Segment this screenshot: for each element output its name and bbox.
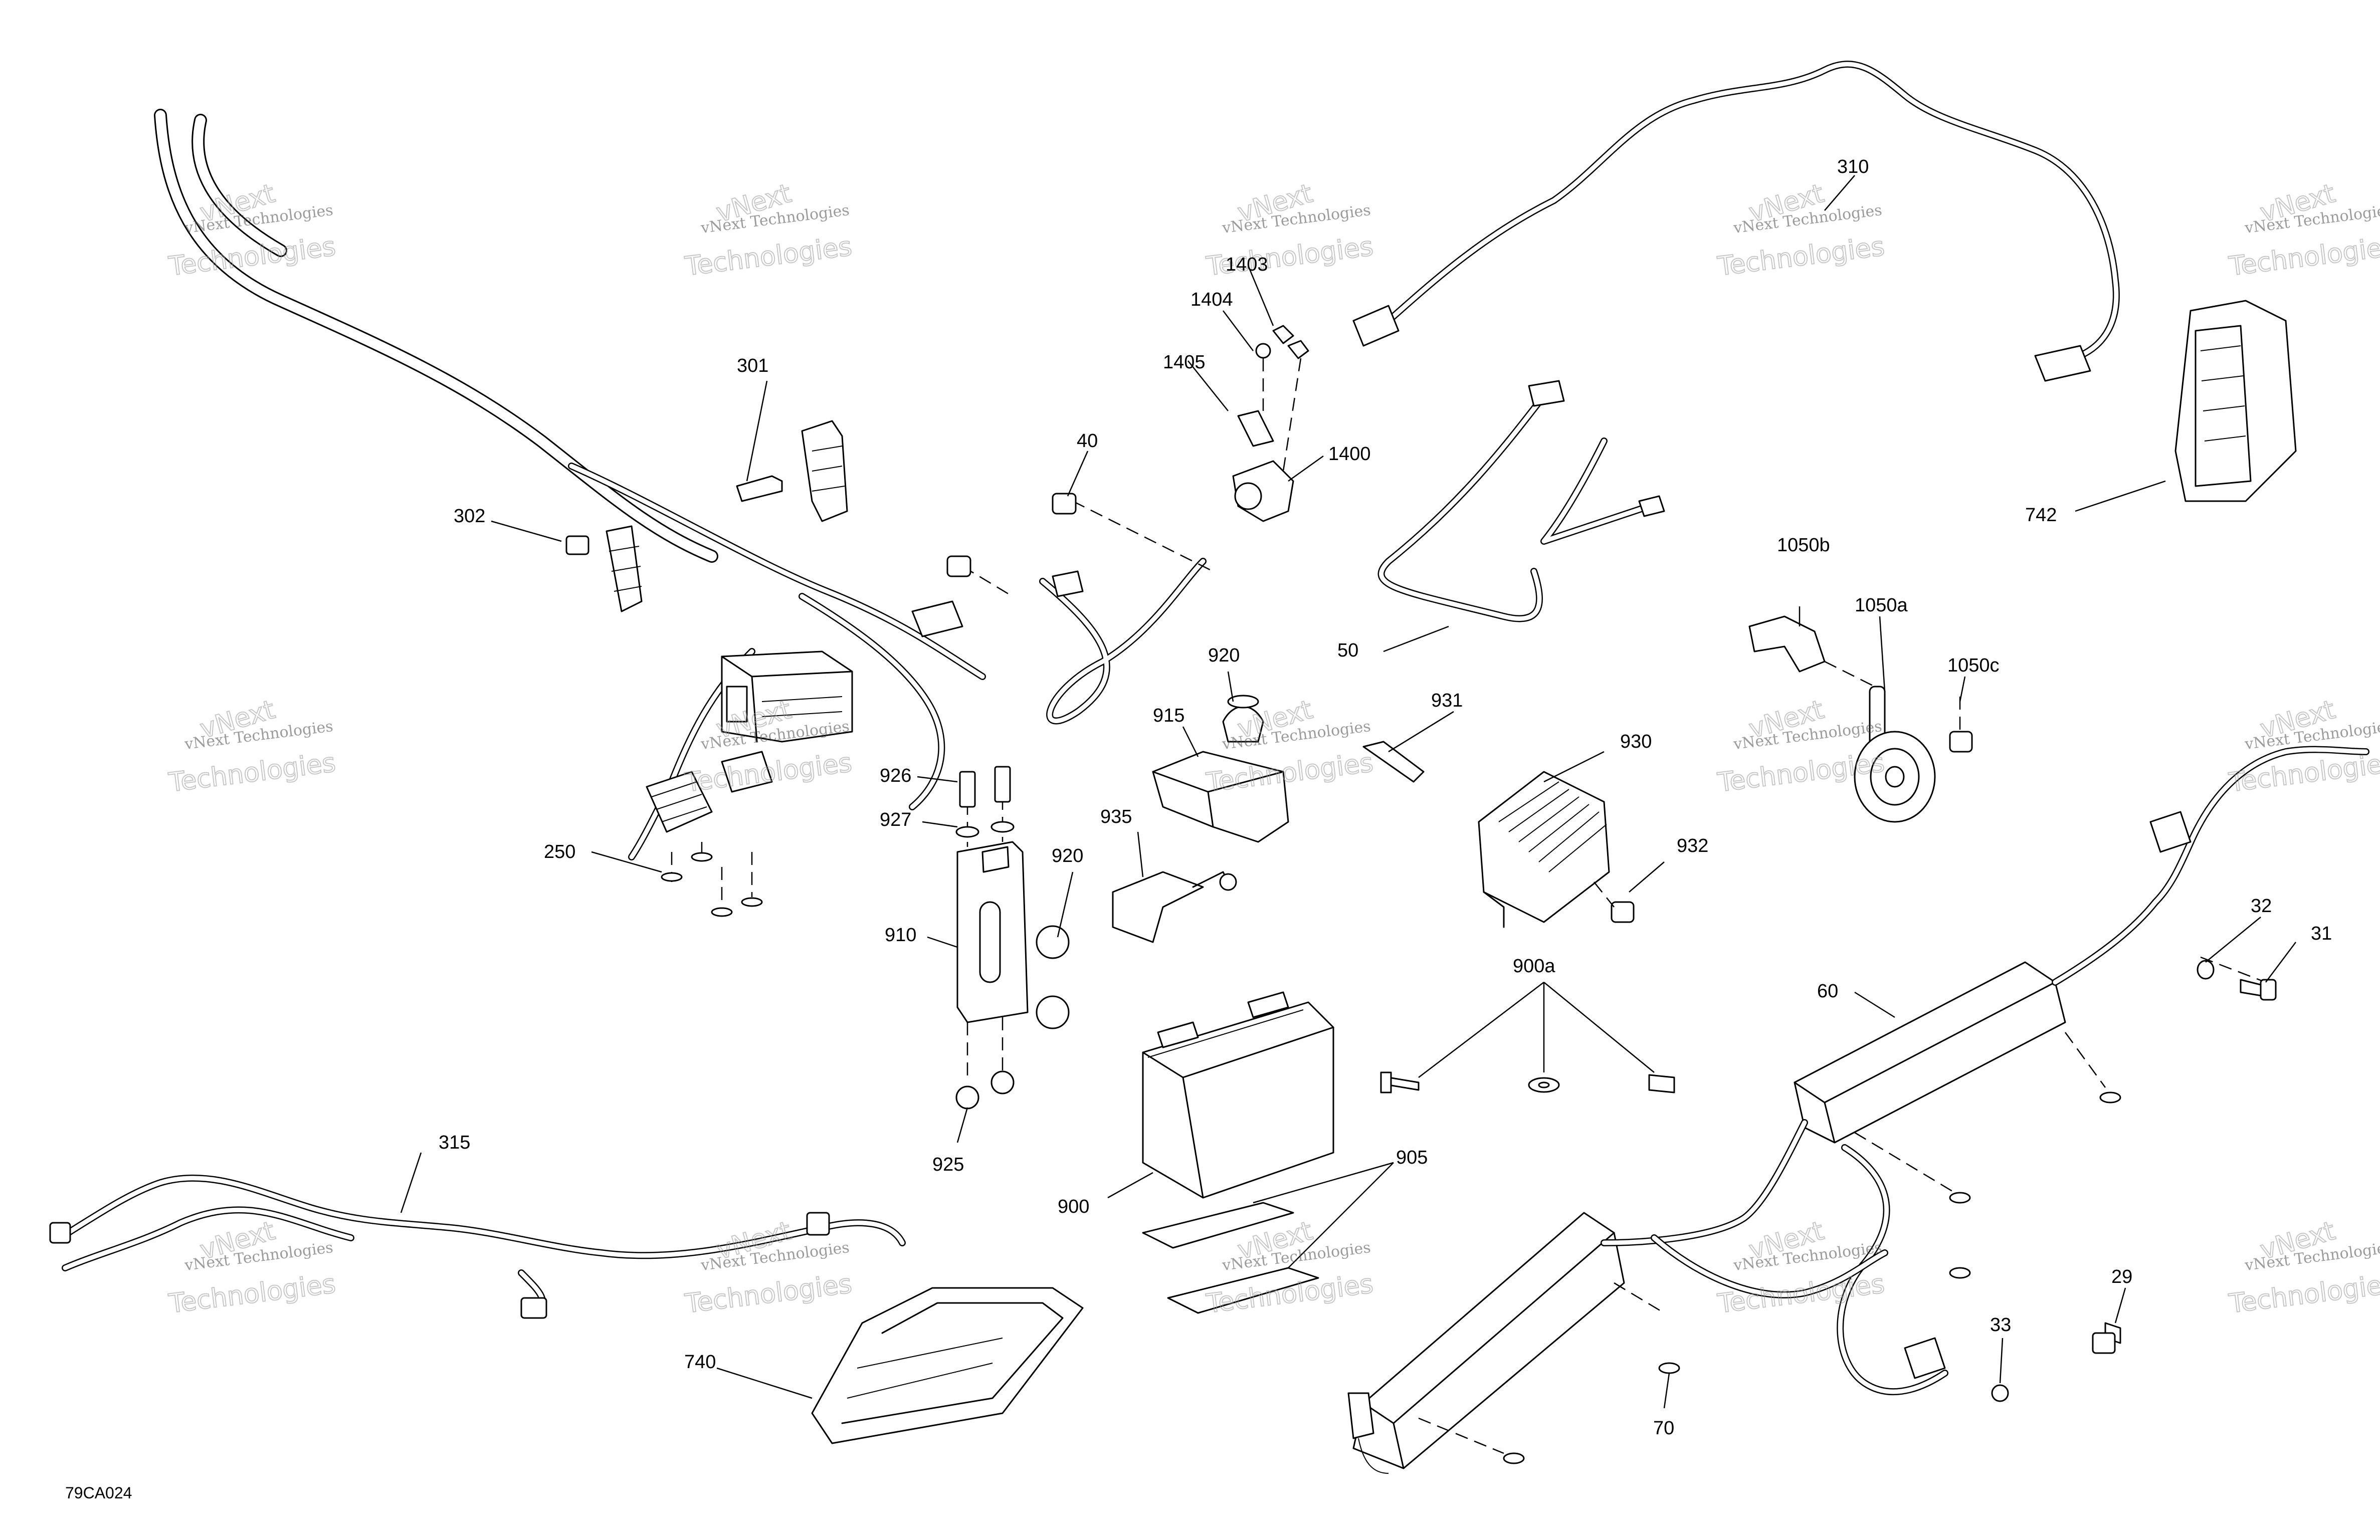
callout-927[interactable]: 927 xyxy=(880,809,911,830)
callout-930[interactable]: 930 xyxy=(1620,731,1652,752)
regulator-930-drawing xyxy=(1478,771,1635,928)
callout-905[interactable]: 905 xyxy=(1396,1147,1428,1168)
callout-1050a[interactable]: 1050a xyxy=(1855,595,1908,616)
callout-29[interactable]: 29 xyxy=(2111,1266,2132,1287)
callout-931[interactable]: 931 xyxy=(1431,690,1463,711)
watermark-big-14b: Technologies xyxy=(1716,1269,1886,1319)
bracket-301-drawing xyxy=(736,420,848,522)
callout-915[interactable]: 915 xyxy=(1153,705,1184,726)
horn-1050-drawing xyxy=(1748,615,1973,823)
callout-910[interactable]: 910 xyxy=(885,925,916,946)
holder-915-drawing xyxy=(1152,695,1289,843)
callout-1050c[interactable]: 1050c xyxy=(1947,655,2000,676)
terminal-931-drawing xyxy=(1362,741,1425,783)
watermark-4: vNext vNext Technologies Technologies xyxy=(1715,178,1887,282)
callout-31[interactable]: 31 xyxy=(2311,923,2332,944)
callout-40[interactable]: 40 xyxy=(1077,430,1098,452)
figure-code: 79CA024 xyxy=(65,1484,132,1502)
watermark-big-6b: Technologies xyxy=(167,748,337,798)
bolt-29-nut-33-drawing xyxy=(1991,1322,2121,1402)
watermark-big-7b: Technologies xyxy=(683,748,854,798)
watermark-big-15b: Technologies xyxy=(2227,1269,2380,1319)
callout-1050b[interactable]: 1050b xyxy=(1777,535,1830,556)
watermark-6: vNext vNext Technologies Technologies xyxy=(166,694,338,798)
nut-40b-drawing xyxy=(946,555,971,577)
part-callouts: 301 302 250 40 1403 1404 1405 1400 310 7… xyxy=(439,156,2332,1439)
light-740-drawing xyxy=(811,1287,1084,1444)
watermark-big-4b: Technologies xyxy=(1716,232,1886,282)
screw-31-washer-32-drawing xyxy=(2197,956,2277,1001)
callout-33[interactable]: 33 xyxy=(1990,1314,2011,1336)
hardware-900a-drawing xyxy=(1380,1071,1675,1093)
callout-50[interactable]: 50 xyxy=(1337,640,1358,661)
callout-926[interactable]: 926 xyxy=(880,765,911,786)
battery-strap-910-drawing xyxy=(955,766,1070,1110)
clip-935-drawing xyxy=(1112,871,1237,943)
harness-connector-drawing xyxy=(911,600,963,637)
watermark-big-12b: Technologies xyxy=(683,1269,854,1319)
callout-920-top[interactable]: 920 xyxy=(1208,645,1240,666)
callout-250[interactable]: 250 xyxy=(544,841,575,862)
callout-315[interactable]: 315 xyxy=(439,1132,470,1153)
callout-302[interactable]: 302 xyxy=(454,506,485,527)
relay-1400-drawing xyxy=(1232,325,1309,522)
callout-932[interactable]: 932 xyxy=(1677,835,1708,856)
watermark-big-10b: Technologies xyxy=(2227,748,2380,798)
callout-742[interactable]: 742 xyxy=(2025,505,2057,526)
callout-301[interactable]: 301 xyxy=(737,355,768,376)
callout-310[interactable]: 310 xyxy=(1837,156,1869,177)
callout-935[interactable]: 935 xyxy=(1100,806,1132,827)
callout-60[interactable]: 60 xyxy=(1817,981,1838,1002)
watermark-big-5b: Technologies xyxy=(2227,232,2380,282)
callout-1400[interactable]: 1400 xyxy=(1328,444,1371,465)
connector-250-drawing xyxy=(646,751,773,833)
watermark-5: vNext vNext Technologies Technologies xyxy=(2227,178,2380,282)
harness-315-drawing xyxy=(49,1174,906,1319)
battery-cable-50-drawing xyxy=(1377,380,1665,622)
harness-310-drawing xyxy=(1352,61,2120,382)
callout-32[interactable]: 32 xyxy=(2251,896,2272,917)
harness-60-drawing xyxy=(1347,746,2369,1474)
headlight-742-drawing xyxy=(2174,300,2297,502)
callout-925[interactable]: 925 xyxy=(932,1154,964,1175)
callout-1405[interactable]: 1405 xyxy=(1163,352,1206,373)
callout-920-side[interactable]: 920 xyxy=(1052,845,1083,866)
watermark-8: vNext vNext Technologies Technologies xyxy=(1204,694,1375,798)
callout-900[interactable]: 900 xyxy=(1058,1196,1089,1217)
callout-900a[interactable]: 900a xyxy=(1513,956,1555,977)
watermark-15: vNext vNext Technologies Technologies xyxy=(2227,1215,2380,1319)
harness-clip-drawing xyxy=(1052,570,1084,597)
watermark-11: vNext vNext Technologies Technologies xyxy=(166,1215,338,1319)
watermark-big-11b: Technologies xyxy=(167,1269,337,1319)
callout-70[interactable]: 70 xyxy=(1653,1418,1674,1439)
watermark-2: vNext vNext Technologies Technologies xyxy=(683,178,854,282)
bracket-302-drawing xyxy=(565,525,643,612)
leader-lines xyxy=(400,175,2296,1409)
main-harness-drawing xyxy=(154,109,1214,860)
pads-905-drawing xyxy=(1142,1202,1319,1314)
nut-40-drawing xyxy=(1052,493,1077,515)
fuse-box-drawing xyxy=(721,650,853,743)
rivets-250-drawing xyxy=(661,842,763,917)
callout-1403[interactable]: 1403 xyxy=(1226,254,1268,275)
callout-1404[interactable]: 1404 xyxy=(1191,289,1233,310)
watermark-big-8b: Technologies xyxy=(1205,748,1375,798)
battery-900-drawing xyxy=(1142,991,1334,1199)
callout-740[interactable]: 740 xyxy=(684,1352,716,1373)
watermark-big-2b: Technologies xyxy=(683,232,854,282)
